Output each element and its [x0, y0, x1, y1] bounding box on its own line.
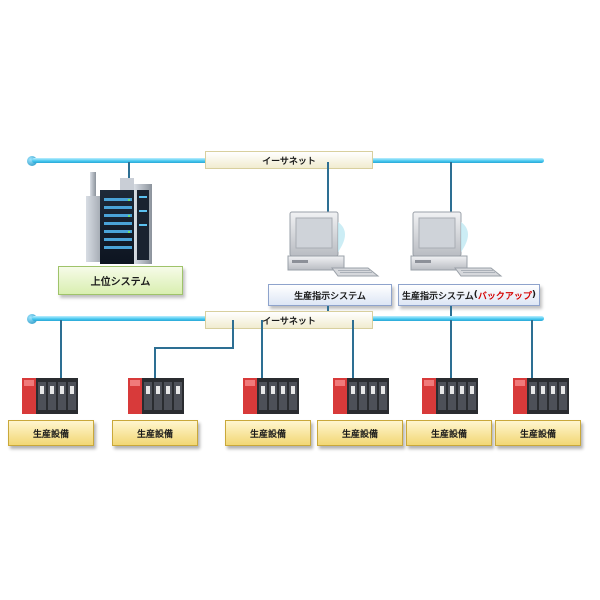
pis-label-text: 生産指示システム — [294, 291, 366, 302]
equipment-connector — [60, 320, 62, 378]
plc-unit-icon — [22, 378, 78, 414]
production-instruction-backup-label: 生産指示システム(バックアップ) — [398, 284, 540, 306]
computer-backup-icon — [410, 211, 503, 277]
production-equipment-label: 生産設備 — [112, 420, 198, 446]
computer-icon — [287, 211, 380, 277]
host-connector — [128, 162, 130, 184]
production-equipment-label: 生産設備 — [317, 420, 403, 446]
upper-ethernet-label: イーサネット — [205, 151, 373, 169]
plc-unit-icon — [513, 378, 569, 414]
production-equipment-label: 生産設備 — [225, 420, 311, 446]
pis-backup-connector — [450, 162, 452, 218]
production-equipment-label: 生産設備 — [495, 420, 581, 446]
pis-backup-paren-open: ( — [473, 290, 478, 300]
production-instruction-system-label: 生産指示システム — [268, 284, 392, 306]
pis-backup-paren-close: ) — [531, 290, 536, 300]
pis-backup-to-lower-connector — [450, 306, 452, 318]
host-system-label: 上位システム — [58, 266, 183, 295]
equipment-connector — [531, 320, 533, 378]
backup-tag: バックアップ — [477, 291, 532, 302]
plc-unit-icon — [333, 378, 389, 414]
equipment-connector — [450, 320, 452, 378]
lower-ethernet-label: イーサネット — [205, 311, 373, 329]
plc-unit-icon — [243, 378, 299, 414]
production-equipment-label: 生産設備 — [406, 420, 492, 446]
equipment-connector — [352, 320, 354, 378]
equipment-connector — [261, 320, 263, 378]
pis-backup-label-text: 生産指示システム — [402, 291, 474, 302]
server-rack-icon — [86, 172, 152, 264]
pis-connector — [327, 162, 329, 218]
plc-unit-icon — [422, 378, 478, 414]
production-equipment-label: 生産設備 — [8, 420, 94, 446]
plc-unit-icon — [128, 378, 184, 414]
